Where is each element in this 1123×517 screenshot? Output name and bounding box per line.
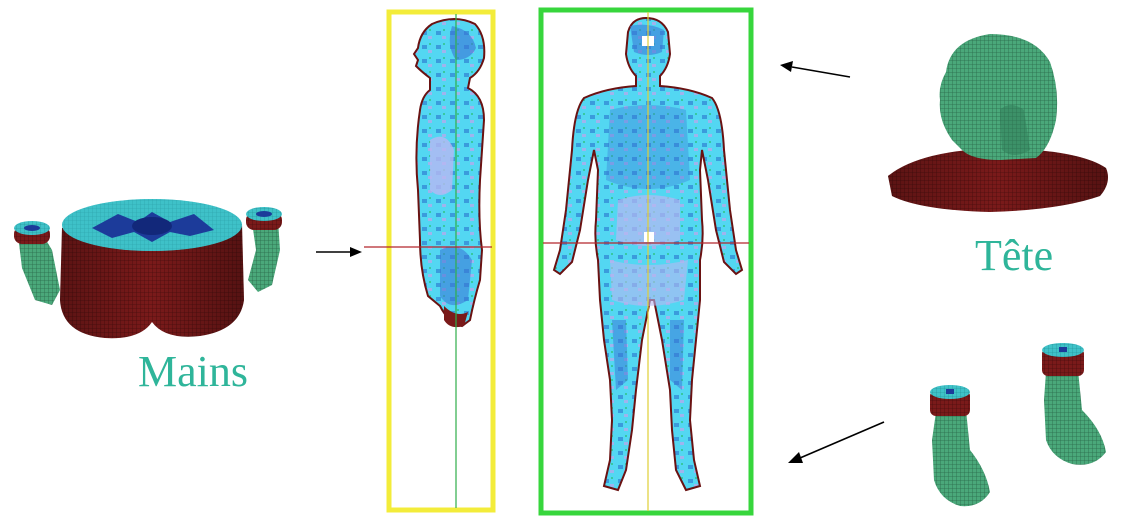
head-label: Tête — [975, 234, 1053, 278]
arrow-icon — [780, 61, 850, 77]
hands-voxel-model — [14, 199, 282, 338]
right-hand-voxel — [246, 207, 282, 292]
left-hand-voxel — [14, 221, 60, 305]
side-body-silhouette — [414, 19, 484, 327]
hands-label: Mains — [138, 350, 248, 394]
feet-voxel-model — [930, 343, 1106, 506]
head-voxel-model — [888, 34, 1108, 212]
right-foot-voxel — [1042, 343, 1106, 465]
front-view-panel — [541, 10, 751, 513]
side-view-panel — [364, 12, 493, 510]
arrow-icon — [788, 422, 884, 463]
left-foot-voxel — [930, 385, 990, 506]
arrow-icon — [316, 247, 362, 257]
pelvis-voxel — [60, 199, 244, 338]
